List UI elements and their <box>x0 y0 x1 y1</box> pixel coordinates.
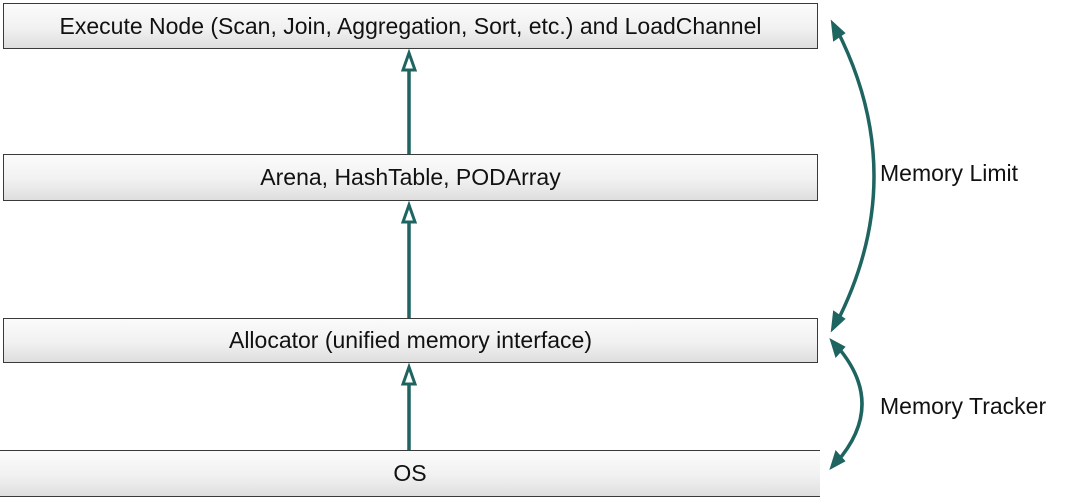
execute-node-label: Execute Node (Scan, Join, Aggregation, S… <box>59 12 762 39</box>
execute-node-layer: Execute Node (Scan, Join, Aggregation, S… <box>3 3 818 49</box>
arena-layer: Arena, HashTable, PODArray <box>3 154 818 201</box>
allocator-layer: Allocator (unified memory interface) <box>3 318 818 363</box>
memory-tracker-arrow <box>829 337 864 471</box>
arena-label: Arena, HashTable, PODArray <box>260 164 561 190</box>
memory-limit-label: Memory Limit <box>880 160 1019 186</box>
os-label: OS <box>393 460 427 486</box>
arrow-allocator-to-arena <box>400 200 418 318</box>
memory-tracker-label: Memory Tracker <box>880 393 1047 419</box>
memory-limit-arrow <box>830 19 876 333</box>
os-layer: OS <box>0 450 820 497</box>
arrow-arena-to-execute <box>400 48 418 154</box>
allocator-label: Allocator (unified memory interface) <box>228 327 593 353</box>
arrow-os-to-allocator <box>400 362 418 450</box>
